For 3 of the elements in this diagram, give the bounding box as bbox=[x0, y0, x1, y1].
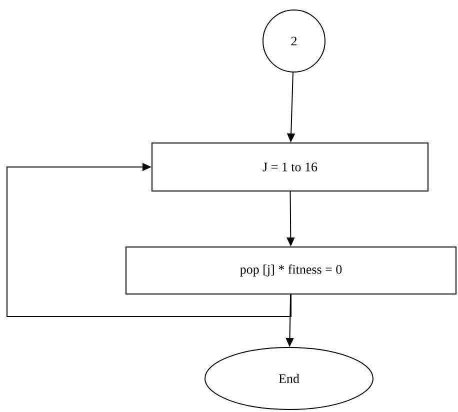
process-box: pop [j] * fitness = 0 bbox=[126, 246, 456, 294]
loop-arrow bbox=[6, 162, 292, 317]
process-box: J = 1 to 16 bbox=[152, 142, 428, 192]
